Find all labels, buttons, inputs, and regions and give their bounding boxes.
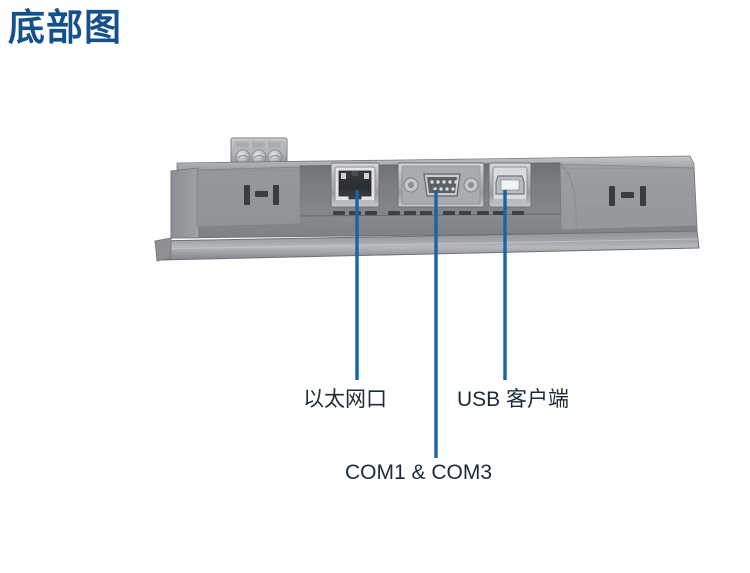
ethernet-port bbox=[330, 162, 380, 208]
vent-slots bbox=[333, 211, 524, 215]
page-title: 底部图 bbox=[8, 7, 122, 48]
chassis-left-end bbox=[170, 167, 200, 239]
callout-label-usb: USB 客户端 bbox=[457, 388, 570, 411]
callout-label-ethernet: 以太网口 bbox=[303, 388, 387, 411]
right-mounting-slot bbox=[609, 186, 646, 206]
callout-label-com: COM1 & COM3 bbox=[345, 461, 493, 484]
serial-port bbox=[397, 162, 485, 208]
usb-client-port bbox=[488, 162, 532, 208]
bezel-left-nub bbox=[154, 237, 172, 262]
leader-lines bbox=[355, 190, 507, 458]
left-mounting-slot bbox=[244, 185, 279, 205]
